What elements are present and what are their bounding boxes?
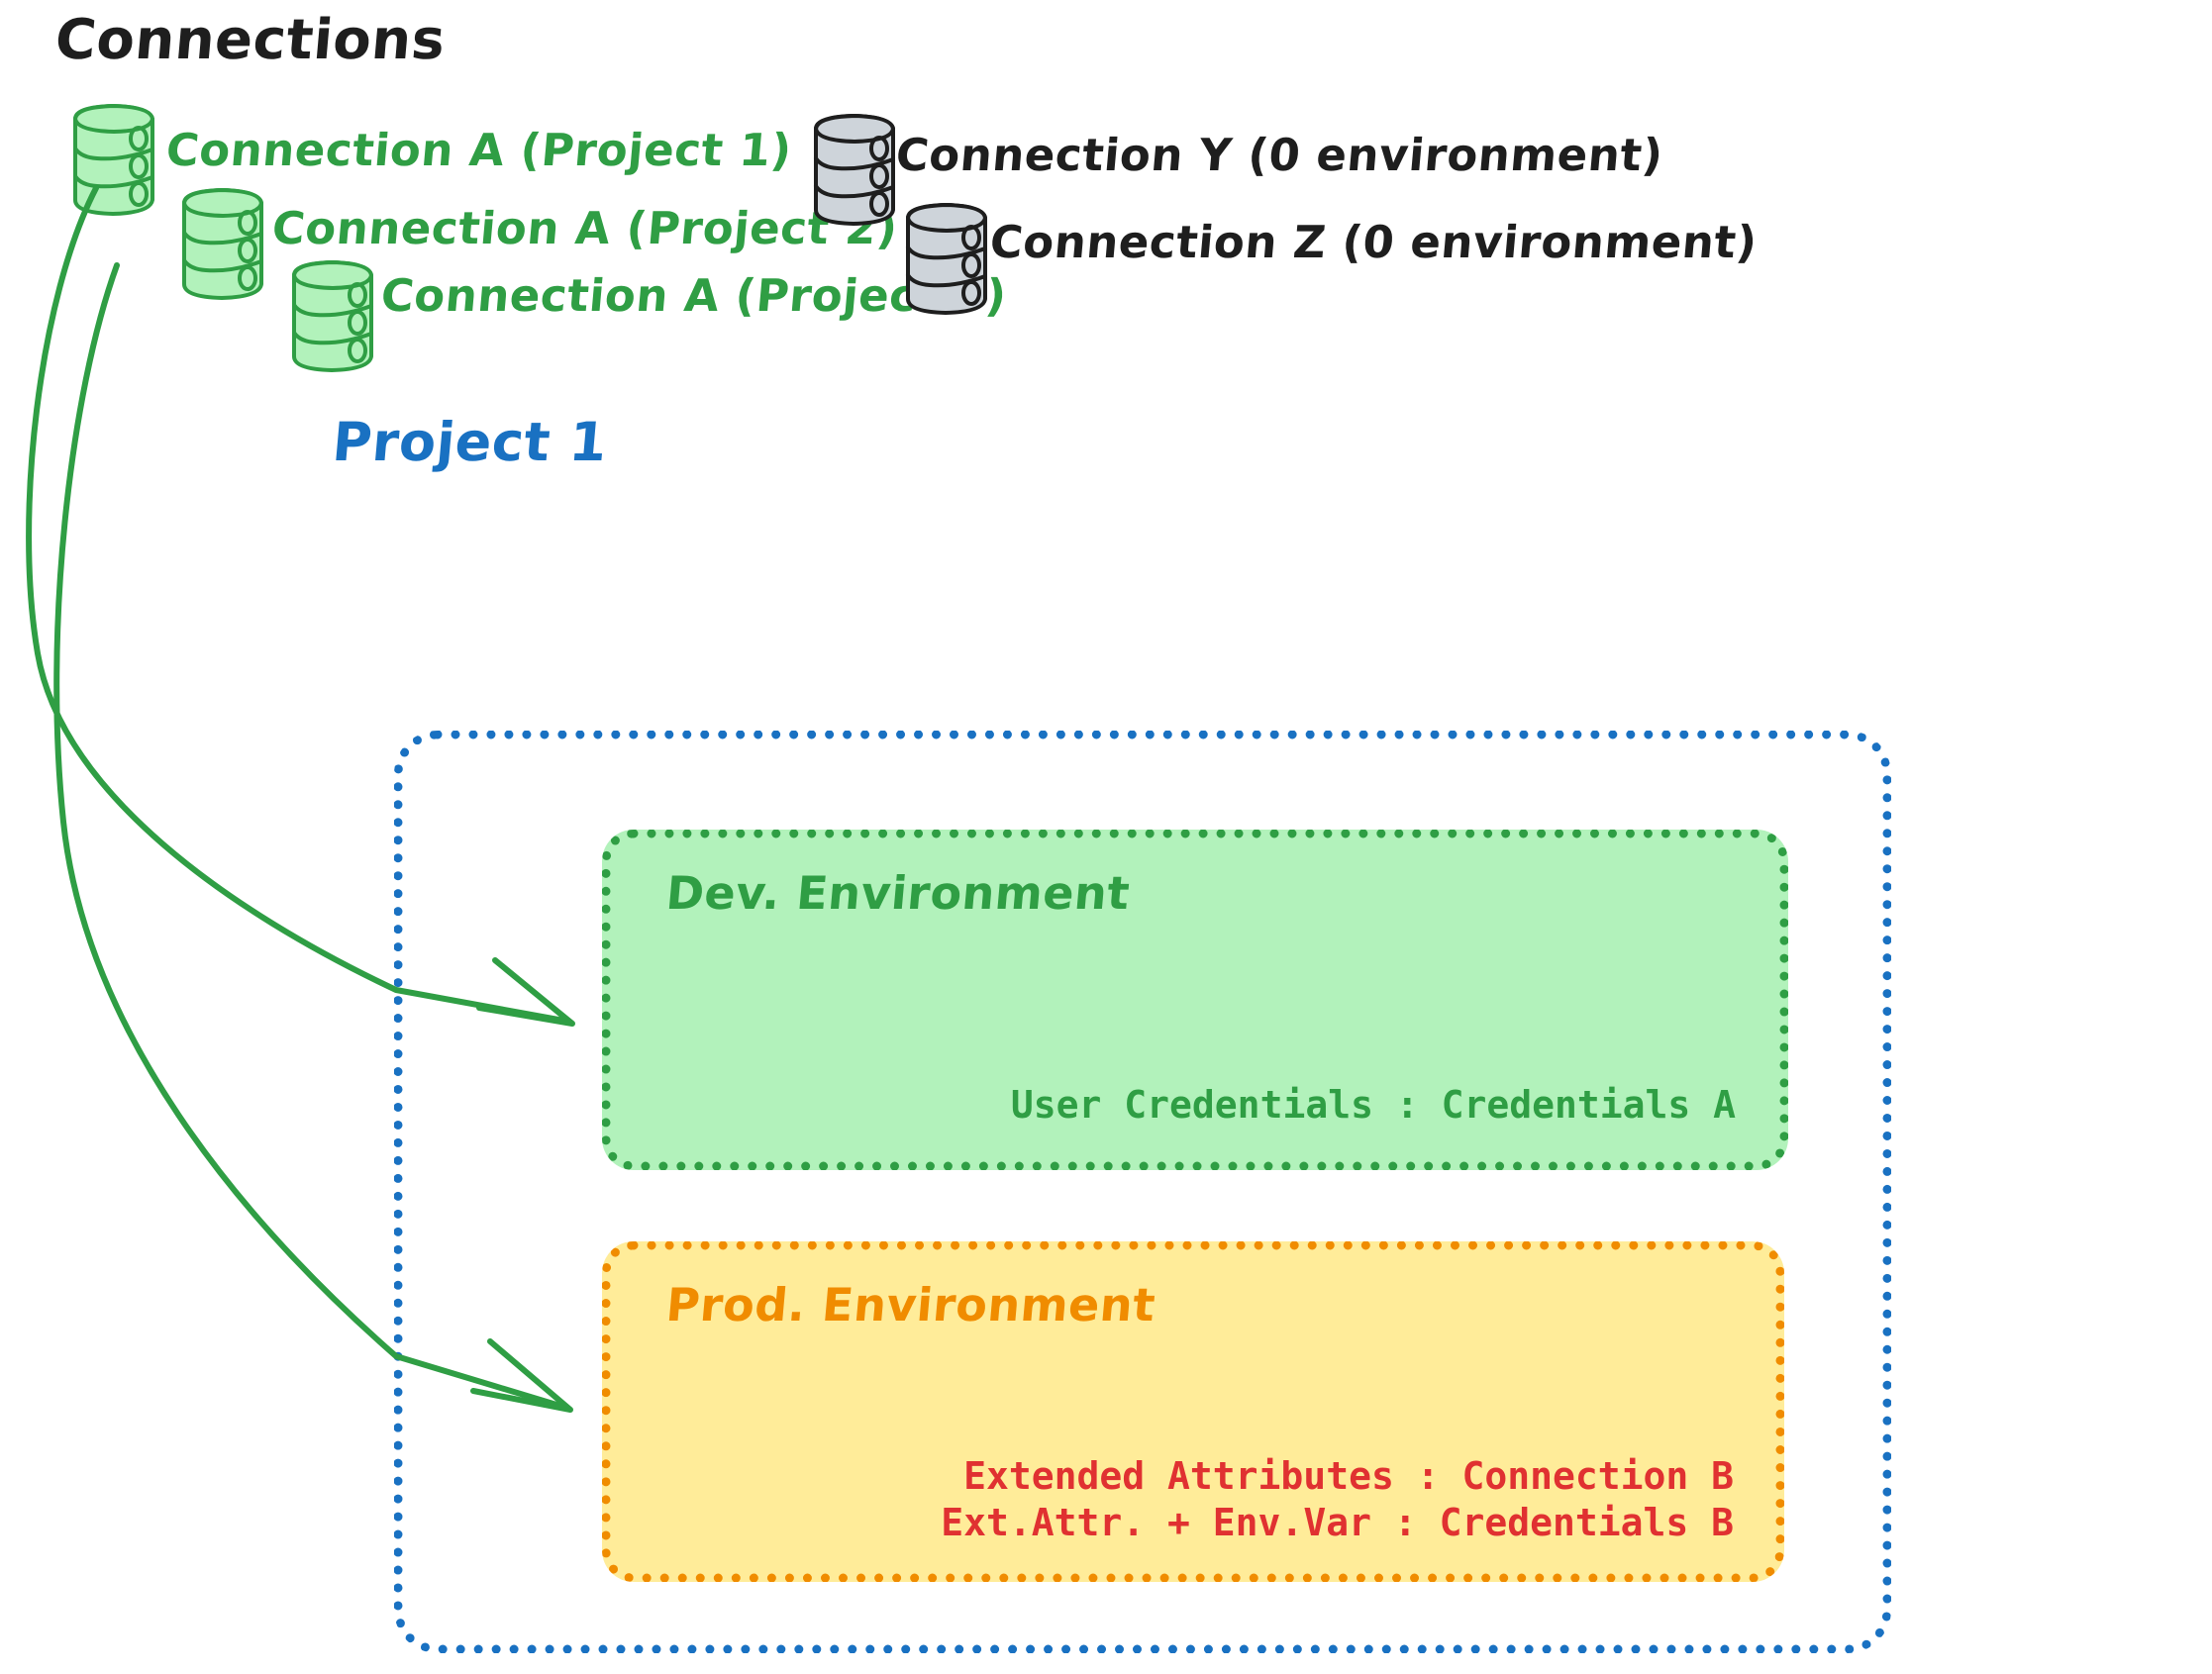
prod-environment-box: Prod. Environment Extended Attributes : … [602, 1241, 1784, 1582]
prod-environment-details: Extended Attributes : Connection B Ext.A… [941, 1453, 1734, 1545]
connection-label-y: Connection Y (0 environment) [893, 129, 1665, 181]
database-icon [814, 114, 895, 226]
database-icon [182, 188, 263, 300]
dev-environment-details: User Credentials : Credentials A [1011, 1082, 1736, 1128]
page-title: Connections [52, 8, 449, 72]
database-icon [73, 104, 154, 216]
prod-detail-line: Ext.Attr. + Env.Var : Credentials B [941, 1500, 1734, 1544]
database-icon [292, 260, 373, 372]
dev-environment-box: Dev. Environment User Credentials : Cred… [602, 830, 1788, 1170]
prod-environment-heading: Prod. Environment [663, 1278, 1158, 1331]
prod-detail-line: Extended Attributes : Connection B [963, 1454, 1734, 1499]
dev-detail-line: User Credentials : Credentials A [1010, 1082, 1736, 1127]
connection-label-z: Connection Z (0 environment) [987, 216, 1760, 268]
dev-environment-heading: Dev. Environment [663, 866, 1133, 920]
project-title: Project 1 [330, 411, 610, 473]
database-icon [906, 203, 987, 315]
connection-label-a-project-1: Connection A (Project 1) [163, 124, 794, 176]
